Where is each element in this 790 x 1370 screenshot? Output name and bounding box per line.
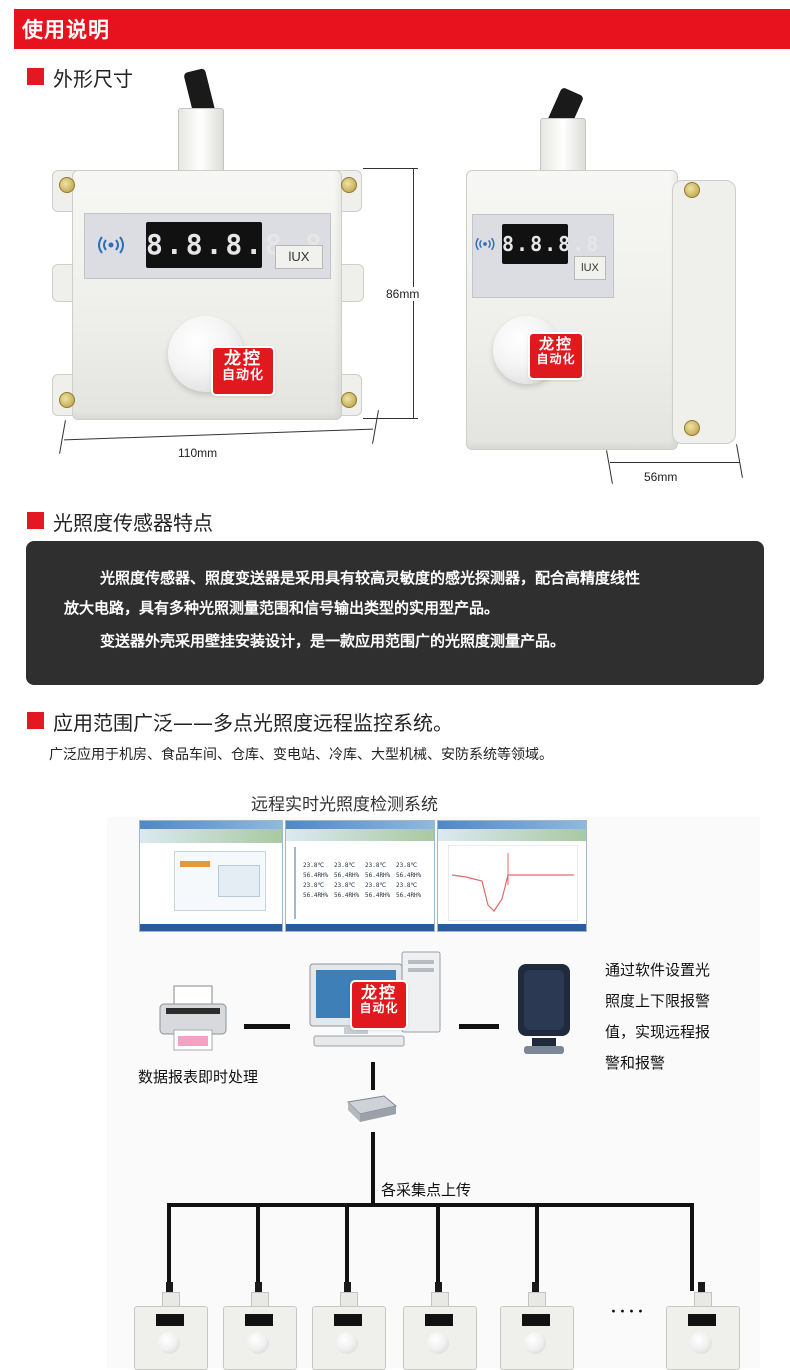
dimension-line <box>606 450 613 484</box>
sensor-node <box>134 1282 208 1370</box>
stamp-line1: 龙控 <box>360 983 397 1002</box>
sensor-node <box>312 1282 386 1370</box>
reading-cell: 23.8℃ <box>303 862 325 869</box>
reading-cell: 23.8℃ <box>303 882 325 889</box>
connector-line <box>459 1024 499 1029</box>
screw-icon <box>684 182 700 198</box>
stamp-line1: 龙控 <box>538 335 573 353</box>
section-marker <box>27 512 44 529</box>
software-screenshot-readings <box>285 820 435 932</box>
dimension-width: 110mm <box>178 446 218 460</box>
dimension-line <box>64 428 373 441</box>
sensor-node <box>500 1282 574 1370</box>
reading-cell: 23.8℃ <box>396 862 418 869</box>
drop-line <box>436 1203 440 1291</box>
page-title: 使用说明 <box>22 18 110 42</box>
drop-line <box>256 1203 260 1291</box>
stamp-line1: 龙控 <box>224 349 262 369</box>
screw-icon <box>341 392 357 408</box>
alarm-line-2: 照度上下限报警 <box>605 992 711 1010</box>
header-bar <box>14 9 790 49</box>
drop-line <box>345 1203 349 1291</box>
device-side-body <box>466 170 678 450</box>
trend-chart-icon <box>448 845 578 921</box>
reading-cell: 23.8℃ <box>365 882 387 889</box>
reading-cell: 56.4RH% <box>396 892 422 899</box>
dimension-line <box>363 418 418 419</box>
converter-icon <box>344 1092 400 1128</box>
alarm-line-3: 值，实现远程报 <box>605 1023 711 1041</box>
stamp-line2: 自动化 <box>359 1000 399 1015</box>
alarm-line-4: 警和报警 <box>605 1054 666 1072</box>
feature-line-1: 光照度传感器、照度变送器是采用具有较高灵敏度的感光探测器，配合高精度线性 <box>100 569 641 587</box>
screw-icon <box>59 177 75 193</box>
section-marker <box>27 712 44 729</box>
stamp-line2: 自动化 <box>536 351 576 366</box>
dimension-depth: 56mm <box>644 470 678 484</box>
upload-label: 各采集点上传 <box>381 1181 472 1199</box>
reading-cell: 56.4RH% <box>303 872 329 879</box>
screw-icon <box>59 392 75 408</box>
sensor-node <box>666 1282 740 1370</box>
reading-cell: 23.8℃ <box>365 862 387 869</box>
printer-icon <box>156 984 230 1056</box>
brand-stamp: 龙控 自动化 <box>213 348 273 394</box>
dimension-line <box>59 420 66 454</box>
speaker-icon <box>512 962 578 1058</box>
features-box <box>26 541 764 685</box>
wireless-icon <box>474 234 496 254</box>
reading-cell: 56.4RH% <box>334 892 360 899</box>
brand-stamp: 龙控 自动化 <box>530 334 582 378</box>
software-screenshot-login <box>139 820 283 932</box>
connector-line <box>371 1132 375 1204</box>
reading-cell: 56.4RH% <box>396 872 422 879</box>
report-label: 数据报表即时处理 <box>138 1068 259 1086</box>
sensor-node <box>403 1282 477 1370</box>
unit-label: lUX <box>275 245 323 269</box>
reading-cell: 23.8℃ <box>396 882 418 889</box>
section-title-shape: 外形尺寸 <box>53 67 133 91</box>
section-title-features: 光照度传感器特点 <box>53 511 213 535</box>
reading-cell: 23.8℃ <box>334 862 356 869</box>
unit-label-side: lUX <box>574 256 606 280</box>
section-marker <box>27 68 44 85</box>
stamp-line2: 自动化 <box>221 367 264 383</box>
reading-cell: 56.4RH% <box>334 872 360 879</box>
lcd-display-side: 8.8.8.8 <box>502 224 598 264</box>
lcd-display: 8.8.8.8.8 <box>146 222 322 268</box>
sensor-node <box>223 1282 297 1370</box>
drop-line <box>535 1203 539 1291</box>
diagram-title: 远程实时光照度检测系统 <box>251 795 438 815</box>
wireless-icon <box>96 233 126 257</box>
screw-icon <box>684 420 700 436</box>
dimension-line <box>363 168 418 169</box>
more-nodes-ellipsis: ···· <box>610 1300 646 1325</box>
connector-line <box>371 1062 375 1090</box>
alarm-line-1: 通过软件设置光 <box>605 961 711 979</box>
section-title-application: 应用范围广泛——多点光照度远程监控系统。 <box>53 711 453 735</box>
dimension-line <box>610 462 740 463</box>
drop-line <box>690 1203 694 1291</box>
reading-cell: 56.4RH% <box>365 892 391 899</box>
reading-cell: 56.4RH% <box>303 892 329 899</box>
dimension-line <box>372 410 379 444</box>
feature-line-2: 放大电路，具有多种光照测量范围和信号输出类型的实用型产品。 <box>64 599 500 617</box>
brand-stamp: 龙控 自动化 <box>352 982 406 1028</box>
drop-line <box>167 1203 171 1291</box>
device-front-body <box>72 170 342 420</box>
dimension-line <box>736 444 743 478</box>
alarm-description: 通过软件设置光 照度上下限报警 值，实现远程报 警和报警 <box>605 955 710 1079</box>
dimension-height: 86mm <box>384 287 422 301</box>
reading-cell: 56.4RH% <box>365 872 391 879</box>
device-side-flank <box>672 180 736 444</box>
screw-icon <box>341 177 357 193</box>
cable-gland <box>540 118 586 180</box>
application-description: 广泛应用于机房、食品车间、仓库、变电站、冷库、大型机械、安防系统等领域。 <box>49 747 553 763</box>
cable-gland <box>178 108 224 176</box>
connector-line <box>244 1024 290 1029</box>
reading-cell: 23.8℃ <box>334 882 356 889</box>
bus-line <box>167 1203 694 1207</box>
software-screenshot-chart <box>437 820 587 932</box>
feature-line-3: 变送器外壳采用壁挂安装设计，是一款应用范围广的光照度测量产品。 <box>100 632 566 650</box>
